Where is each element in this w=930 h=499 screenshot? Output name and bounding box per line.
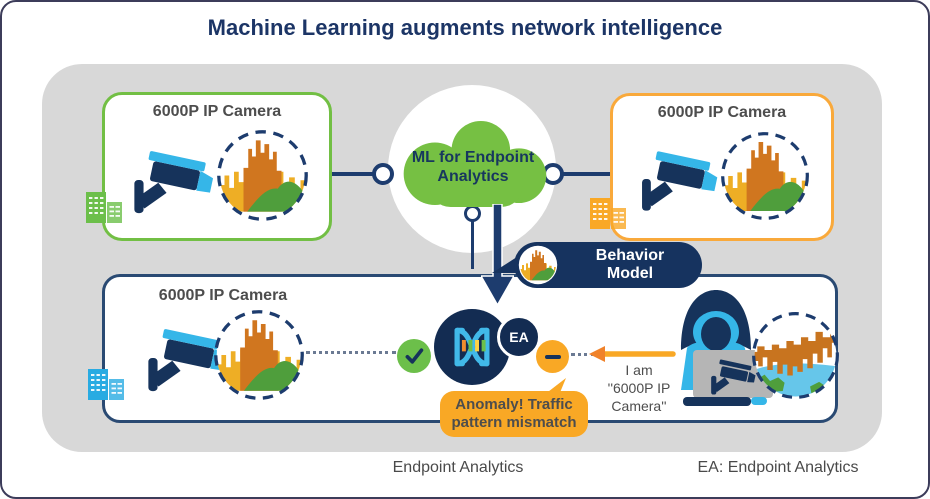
dotted-link-right: [571, 353, 595, 356]
traffic-pattern-icon: [214, 310, 304, 400]
spoof-claim-line2: ''6000P IP: [607, 380, 671, 397]
minus-icon: [544, 354, 561, 359]
ml-cloud-label-line2: Analytics: [437, 168, 509, 186]
dotted-link-left: [306, 351, 396, 354]
mismatch-minus-badge: [536, 340, 569, 373]
spoof-arrow-icon: [589, 346, 676, 362]
camera-box-top-right: 6000P IP Camera: [610, 93, 834, 241]
traffic-pattern-icon: [217, 130, 308, 221]
traffic-pattern-icon: [721, 132, 809, 220]
camera-box-top-left: 6000P IP Camera: [102, 92, 332, 241]
behavior-pattern-icon: [518, 245, 558, 285]
connector-node-left: [372, 163, 394, 185]
ea-badge: EA: [497, 315, 541, 359]
camera-icon: [134, 150, 216, 214]
behavior-model-line1: Behavior: [595, 247, 665, 264]
camera-icon: [642, 151, 721, 211]
anomalous-traffic-pattern-icon: [752, 312, 839, 399]
ml-cloud-label: ML for Endpoint Analytics: [390, 148, 556, 186]
anomaly-callout-tail: [544, 378, 566, 395]
hacker-icon: [681, 290, 773, 406]
check-icon: [405, 348, 424, 364]
connector-drop-line: [471, 221, 474, 269]
behavior-model-line2: Model: [606, 265, 654, 283]
building-icon-green: [86, 192, 122, 223]
ea-badge-label: EA: [509, 329, 529, 345]
spoof-claim-line3: Camera'': [611, 398, 667, 415]
anomaly-callout: Anomaly! Traffic pattern mismatch: [440, 391, 588, 437]
footer-ea-abbreviation: EA: Endpoint Analytics: [697, 459, 859, 476]
page-title: Machine Learning augments network intell…: [207, 15, 723, 40]
building-icon-orange: [590, 198, 626, 229]
anomaly-callout-line2: pattern mismatch: [451, 414, 577, 431]
ml-cloud-label-line1: ML for Endpoint: [411, 149, 535, 166]
endpoint-analytics-circle: [434, 309, 510, 385]
behavior-model-pill: Behavior Model: [514, 242, 702, 288]
camera-box-bottom-label: 6000P IP Camera: [158, 287, 288, 304]
behavior-model-label: Behavior Model: [564, 247, 696, 284]
behavior-model-tail: [492, 255, 520, 273]
camera-box-top-right-label: 6000P IP Camera: [657, 104, 787, 121]
camera-box-top-left-label: 6000P IP Camera: [152, 103, 282, 120]
match-check-badge: [397, 339, 431, 373]
connector-right-line: [562, 172, 610, 176]
spoof-claim-text: I am ''6000P IP Camera'': [591, 361, 687, 416]
spoof-claim-line1: I am: [625, 362, 653, 378]
dna-icon: [437, 312, 507, 382]
footer-endpoint-analytics: Endpoint Analytics: [392, 459, 524, 476]
connector-left-line: [332, 172, 374, 176]
building-icon-blue: [88, 369, 124, 400]
anomaly-callout-line1: Anomaly! Traffic: [455, 395, 573, 413]
down-arrow-icon: [481, 204, 514, 307]
